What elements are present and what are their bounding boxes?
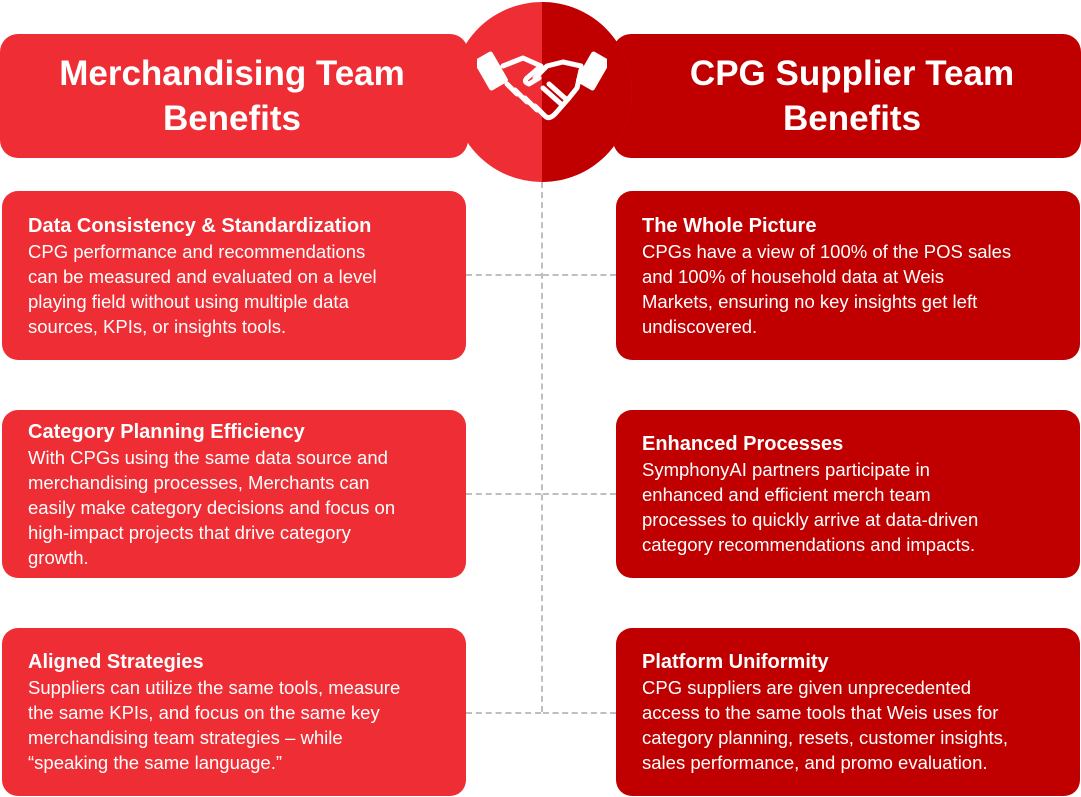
center-badge bbox=[452, 2, 632, 182]
cpg-supplier-team-header: CPG Supplier Team Benefits bbox=[613, 34, 1081, 158]
header-right-line2: Benefits bbox=[782, 99, 922, 138]
center-connector-line bbox=[541, 182, 543, 712]
card-body: CPGs have a view of 100% of the POS sale… bbox=[642, 240, 1012, 337]
connector-right-2 bbox=[543, 493, 616, 495]
benefit-card-platform-uniformity: Platform Uniformity CPG suppliers are gi… bbox=[616, 628, 1080, 796]
header-left-line2: Benefits bbox=[162, 99, 302, 138]
handshake-icon bbox=[477, 51, 607, 121]
benefit-card-whole-picture: The Whole Picture CPGs have a view of 10… bbox=[616, 191, 1080, 360]
card-body: Suppliers can utilize the same tools, me… bbox=[28, 677, 401, 773]
connector-right-3 bbox=[543, 712, 616, 714]
card-title: Data Consistency & Standardization bbox=[28, 214, 372, 237]
card-body: CPG performance and recommendations can … bbox=[28, 240, 377, 337]
connector-left-3 bbox=[466, 712, 541, 714]
connector-right-1 bbox=[543, 274, 616, 276]
card-body: With CPGs using the same data source and… bbox=[28, 446, 396, 568]
benefit-card-data-consistency: Data Consistency & Standardization CPG p… bbox=[2, 191, 466, 360]
card-body: SymphonyAI partners participate in enhan… bbox=[642, 459, 979, 555]
card-body: CPG suppliers are given unprecedented ac… bbox=[642, 677, 1009, 773]
connector-left-2 bbox=[466, 493, 541, 495]
card-title: The Whole Picture bbox=[642, 214, 817, 237]
card-title: Enhanced Processes bbox=[642, 433, 844, 455]
header-left-line1: Merchandising Team bbox=[59, 54, 405, 93]
benefit-card-category-planning: Category Planning Efficiency With CPGs u… bbox=[2, 410, 466, 578]
card-title: Platform Uniformity bbox=[642, 651, 829, 673]
card-title: Aligned Strategies bbox=[28, 651, 204, 673]
merchandising-team-header: Merchandising Team Benefits bbox=[0, 34, 468, 158]
card-title: Category Planning Efficiency bbox=[28, 420, 305, 443]
header-right-line1: CPG Supplier Team bbox=[689, 54, 1015, 93]
connector-left-1 bbox=[466, 274, 541, 276]
benefit-card-aligned-strategies: Aligned Strategies Suppliers can utilize… bbox=[2, 628, 466, 796]
benefit-card-enhanced-processes: Enhanced Processes SymphonyAI partners p… bbox=[616, 410, 1080, 578]
